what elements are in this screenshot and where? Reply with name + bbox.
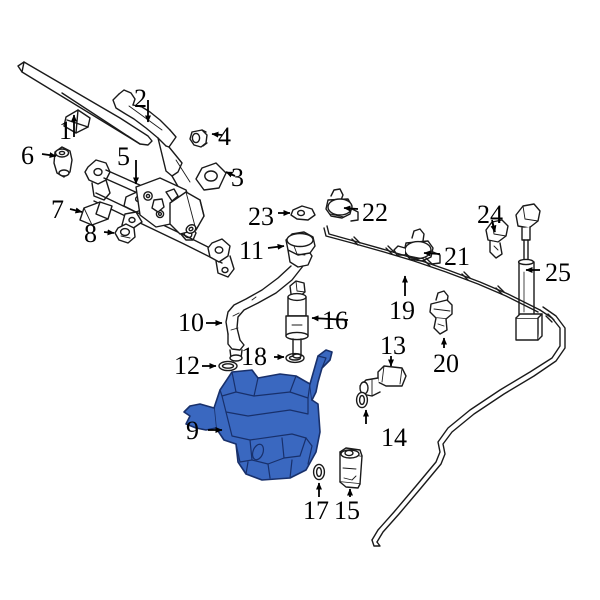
callout-label-14: 14 [381, 423, 407, 452]
callout-label-22: 22 [362, 198, 388, 227]
callout-label-3: 3 [231, 163, 244, 192]
part-level-sensor [359, 365, 407, 397]
part-filler-neck-hose [225, 265, 304, 362]
callout-label-6: 6 [21, 141, 34, 170]
arrow-6 [41, 152, 57, 159]
arrow-16 [311, 315, 349, 322]
part-washer-hose-lower [371, 306, 566, 547]
callout-label-13: 13 [380, 331, 406, 360]
part-arm-cover [195, 162, 227, 191]
callout-label-2: 2 [134, 84, 147, 113]
arrow-21 [423, 250, 441, 257]
part-nut-cap [189, 129, 208, 148]
part-washer-hose-upper [323, 225, 541, 313]
callout-label-21: 21 [444, 242, 470, 271]
part-headlamp-washer-cylinder [515, 203, 543, 341]
callout-label-11: 11 [239, 236, 265, 265]
part-linkage-bracket [79, 201, 113, 226]
part-linkage-nut [114, 223, 136, 244]
part-washer-nozzle-22 [325, 188, 359, 222]
callout-label-5: 5 [117, 142, 130, 171]
callout-label-9: 9 [186, 416, 199, 445]
part-washer-fluid-reservoir-highlight [183, 349, 333, 481]
callout-arrows [41, 100, 540, 497]
part-wiper-motor-linkage [84, 159, 235, 278]
callout-label-8: 8 [84, 219, 97, 248]
part-pivot-bushing [53, 146, 73, 178]
callout-label-4: 4 [218, 122, 231, 151]
callout-label-20: 20 [433, 349, 459, 378]
callout-label-10: 10 [178, 308, 204, 337]
callout-label-23: 23 [248, 202, 274, 231]
callout-label-18: 18 [241, 342, 267, 371]
part-pump-grommet [312, 463, 326, 481]
part-washer-pump [285, 280, 309, 359]
part-filler-neck-seal-lower [218, 360, 238, 372]
arrow-24 [490, 219, 497, 233]
part-filler-neck-cap [285, 231, 316, 268]
callout-label-25: 25 [545, 258, 571, 287]
arrow-11 [267, 243, 285, 250]
arrow-8 [103, 229, 115, 236]
part-level-sensor-seal [355, 391, 369, 409]
callout-label-17: 17 [303, 496, 329, 525]
callout-label-15: 15 [334, 496, 360, 525]
callout-label-12: 12 [174, 351, 200, 380]
part-wiper-blade [17, 61, 153, 146]
arrow-22 [343, 205, 359, 212]
callout-label-1: 1 [59, 116, 72, 145]
part-washer-pump-secondary [339, 447, 363, 489]
callout-label-19: 19 [389, 296, 415, 325]
part-hose-connector-tee [429, 290, 453, 335]
arrow-7 [69, 207, 83, 214]
callout-label-7: 7 [51, 195, 64, 224]
callout-label-16: 16 [322, 306, 348, 335]
callout-label-24: 24 [477, 200, 503, 229]
part-nozzle-clip [290, 205, 316, 221]
